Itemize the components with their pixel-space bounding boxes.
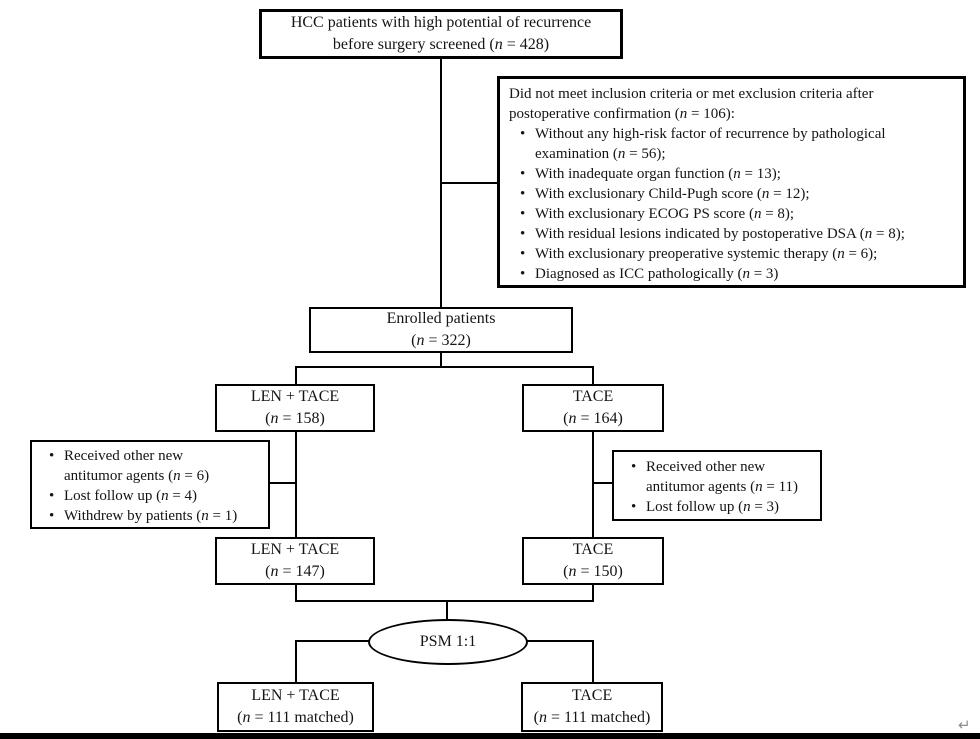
len-tace-dropout-box: Received other new antitumor agents (n =…	[30, 440, 270, 529]
enrolled-line1: Enrolled patients	[386, 310, 496, 327]
list-item: With exclusionary preoperative systemic …	[509, 244, 954, 264]
connector-merge-right	[592, 584, 594, 602]
return-mark-icon: ↵	[958, 716, 971, 734]
len-tace-completed-box: LEN + TACE (n = 147)	[215, 537, 375, 585]
connector-psm-left-drop	[295, 641, 297, 683]
len-tace-dropout-list: Received other new antitumor agents (n =…	[38, 446, 262, 526]
connector-enrolled-to-split	[440, 352, 442, 368]
screened-patients-box: HCC patients with high potential of recu…	[259, 9, 623, 59]
connector-split-horizontal	[295, 366, 594, 368]
tace-completed-box: TACE (n = 150)	[522, 537, 664, 585]
connector-psm-left	[295, 640, 370, 642]
connector-to-exclusion-box	[441, 182, 499, 184]
list-item: Without any high-risk factor of recurren…	[509, 124, 954, 164]
connector-merge-to-psm	[446, 601, 448, 622]
list-item: With exclusionary ECOG PS score (n = 8);	[509, 204, 954, 224]
bottom-edge-bar	[0, 733, 980, 739]
tace-dropout-list: Received other new antitumor agents (n =…	[620, 457, 814, 517]
connector-left-dropout	[268, 482, 297, 484]
screened-line1: HCC patients with high potential of recu…	[290, 14, 592, 31]
list-item: Diagnosed as ICC pathologically (n = 3)	[509, 264, 954, 284]
connector-len-tace-arm	[295, 430, 297, 538]
enrolled-line2: (n = 322)	[411, 332, 471, 349]
psm-node: PSM 1:1	[368, 619, 528, 665]
connector-split-left-drop	[295, 366, 297, 385]
list-item: Withdrew by patients (n = 1)	[38, 506, 262, 526]
connector-merge-horizontal	[295, 600, 594, 602]
list-item: Lost follow up (n = 4)	[38, 486, 262, 506]
exclusion-bullet-list: Without any high-risk factor of recurren…	[509, 124, 954, 284]
len-tace-initial-box: LEN + TACE (n = 158)	[215, 384, 375, 432]
enrolled-patients-box: Enrolled patients (n = 322)	[309, 307, 573, 353]
connector-psm-right	[526, 640, 594, 642]
screened-line2: before surgery screened (n = 428)	[332, 36, 550, 53]
list-item: With residual lesions indicated by posto…	[509, 224, 954, 244]
exclusion-criteria-box: Did not meet inclusion criteria or met e…	[497, 76, 966, 288]
connector-tace-arm	[592, 430, 594, 538]
list-item: With inadequate organ function (n = 13);	[509, 164, 954, 184]
exclusion-heading-line1: Did not meet inclusion criteria or met e…	[509, 86, 874, 102]
connector-merge-left	[295, 584, 297, 602]
tace-dropout-box: Received other new antitumor agents (n =…	[612, 450, 822, 521]
exclusion-heading-line2: postoperative confirmation (n = 106):	[509, 106, 735, 122]
tace-matched-box: TACE (n = 111 matched)	[521, 682, 663, 732]
list-item: Lost follow up (n = 3)	[620, 497, 814, 517]
len-tace-matched-box: LEN + TACE (n = 111 matched)	[217, 682, 374, 732]
connector-split-right-drop	[592, 366, 594, 385]
list-item: Received other new antitumor agents (n =…	[38, 446, 262, 486]
connector-psm-right-drop	[592, 641, 594, 683]
connector-right-dropout	[593, 482, 614, 484]
tace-initial-box: TACE (n = 164)	[522, 384, 664, 432]
list-item: With exclusionary Child-Pugh score (n = …	[509, 184, 954, 204]
list-item: Received other new antitumor agents (n =…	[620, 457, 814, 497]
psm-label: PSM 1:1	[419, 633, 477, 650]
